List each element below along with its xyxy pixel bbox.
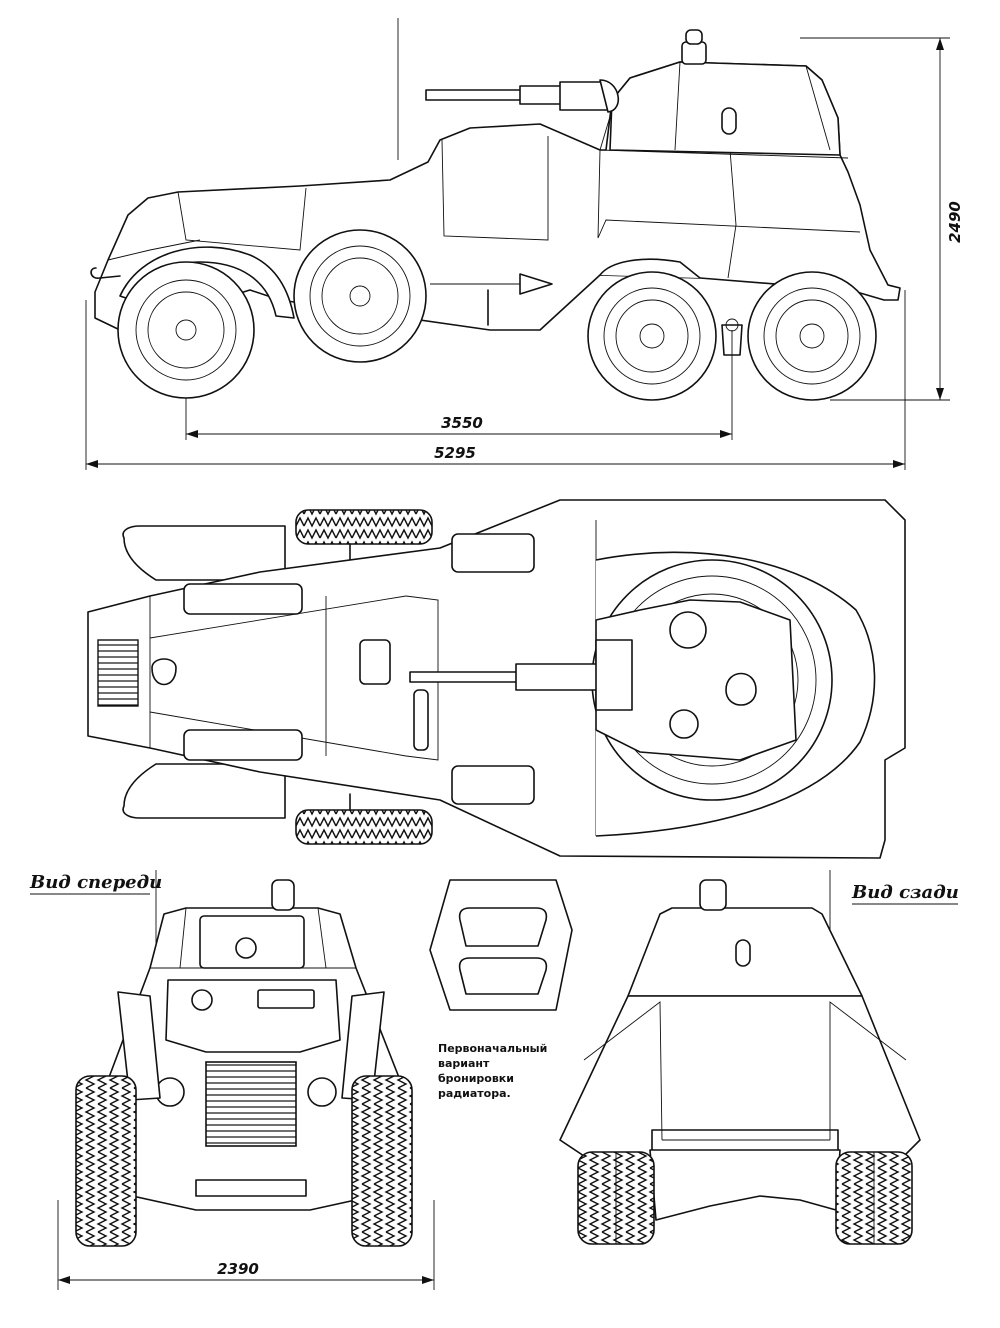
dimension-width: 2390 — [57, 1200, 435, 1290]
wheelbase-value: 3550 — [441, 414, 483, 432]
note-line-4: радиатора. — [438, 1087, 511, 1100]
front-view: Вид спереди 2390 — [29, 870, 435, 1290]
note-line-1: Первоначальный — [438, 1042, 547, 1055]
front-view-label: Вид спереди — [29, 872, 162, 893]
front-tire-left — [75, 1075, 137, 1247]
wheel-third — [587, 271, 717, 401]
note-line-2: вариант — [438, 1057, 490, 1070]
dimension-length: 5295 — [86, 444, 905, 468]
wheel-front — [117, 261, 255, 399]
hull-rear — [559, 995, 921, 1161]
wheel-rear — [747, 271, 877, 401]
turret-top — [595, 599, 797, 761]
rear-view: Вид сзади — [559, 870, 959, 1245]
wheel-second — [293, 229, 427, 363]
front-tire-right — [351, 1075, 413, 1247]
top-view — [87, 499, 906, 859]
dimension-wheelbase: 3550 — [186, 414, 732, 438]
height-value: 2490 — [946, 201, 964, 243]
side-view: 3550 5295 2490 — [85, 18, 964, 470]
dimension-height: 2490 — [936, 38, 964, 400]
radiator-variant: Первоначальный вариант бронировки радиат… — [429, 879, 573, 1100]
rear-view-label: Вид сзади — [851, 882, 959, 903]
width-value: 2390 — [217, 1260, 259, 1278]
length-value: 5295 — [434, 444, 476, 462]
main-gun-side — [425, 79, 620, 113]
note-line-3: бронировки — [438, 1072, 514, 1085]
